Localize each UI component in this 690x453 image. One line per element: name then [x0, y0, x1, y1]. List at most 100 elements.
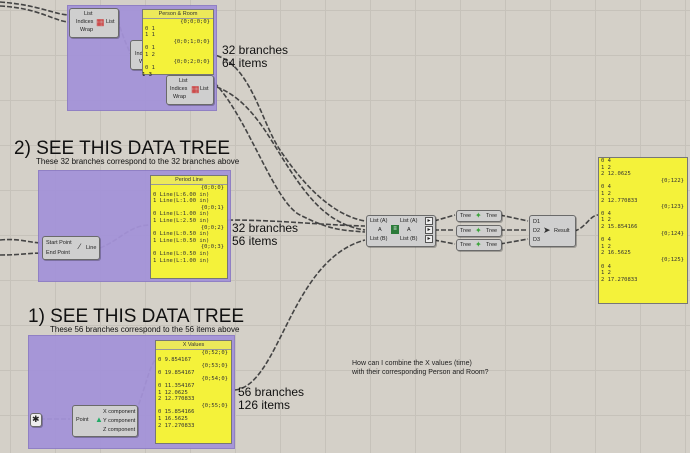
deconstruct-point-component[interactable]: Point ▲ X component Y component Z compon… — [72, 405, 138, 437]
output-list-b[interactable]: List (B) — [400, 236, 418, 242]
weave-icon: ≡ — [391, 225, 399, 234]
expand-icon[interactable]: ▸ — [425, 226, 433, 234]
list-item: 0 4 — [601, 184, 611, 191]
list-item: 0 1 — [145, 65, 155, 72]
output-list[interactable]: List — [106, 19, 115, 25]
input-a[interactable]: A — [378, 227, 382, 233]
list-item: 1 2 — [601, 164, 611, 171]
period-line-panel[interactable]: Period Line {0;0;0} 0 Line(L:6.00 in) 1 … — [150, 175, 228, 279]
output-tree[interactable]: Tree — [486, 242, 498, 248]
input-d2[interactable]: D2 — [533, 228, 541, 234]
wire — [433, 239, 456, 245]
line-component[interactable]: Start Point End Point ∕ Line — [42, 236, 100, 260]
list-item: 0 4 — [601, 158, 611, 164]
list-item-component[interactable]: List Indices Wrap ▦ List — [166, 75, 214, 105]
branch-path: {0;55;0} — [201, 402, 229, 409]
mid-annotation: 32 branches 56 items — [232, 222, 298, 248]
output-y[interactable]: Y component — [103, 418, 136, 424]
line-icon: ∕ — [79, 242, 81, 251]
input-start-point[interactable]: Start Point — [46, 240, 72, 246]
input-tree[interactable]: Tree — [460, 228, 472, 234]
panel-title: Period Line — [151, 176, 227, 185]
input-wrap[interactable]: Wrap — [173, 94, 187, 100]
list-item: 0 1 — [145, 45, 155, 52]
list-item: 1 1 — [145, 32, 155, 39]
list-item: 0 Line(L:0.50 in) — [153, 231, 210, 238]
output-list-a[interactable]: List (A) — [400, 218, 418, 224]
input-list[interactable]: List — [179, 78, 188, 84]
list-item-icon: ▦ — [191, 84, 200, 94]
tree-component[interactable]: Tree ✦ Tree — [456, 239, 502, 251]
input-list-a[interactable]: List (A) — [370, 218, 388, 224]
question-text: How can I combine the X values (time) wi… — [352, 359, 489, 377]
input-list[interactable]: List — [84, 11, 93, 17]
branch-path: {0;0;2;0;0} — [173, 58, 210, 65]
input-point[interactable]: Point — [76, 417, 89, 423]
question-line-2: with their corresponding Person and Room… — [352, 369, 489, 376]
question-line-1: How can I combine the X values (time) — [352, 360, 472, 367]
x-values-panel[interactable]: X Values {0;52;0} 0 9.854167 {0;53;0} 0 … — [155, 340, 232, 444]
input-d1[interactable]: D1 — [533, 219, 541, 225]
low-annotation: 56 branches 126 items — [238, 386, 304, 412]
input-indices[interactable]: Indices — [170, 86, 188, 92]
expand-icon[interactable]: ▸ — [425, 217, 433, 225]
weave-component[interactable]: List (A) A List (B) ≡ List (A) A List (B… — [366, 215, 436, 247]
result-panel[interactable]: 0 4 1 2 2 12.0625 {0;122} 0 4 1 2 2 12.7… — [598, 157, 688, 304]
list-item: 1 12.0625 — [158, 389, 188, 396]
input-d3[interactable]: D3 — [533, 237, 541, 243]
tree-icon: ✦ — [475, 240, 482, 249]
wire — [0, 238, 43, 244]
list-item: 2 17.270833 — [601, 276, 638, 283]
output-list[interactable]: List — [200, 86, 209, 92]
output-tree[interactable]: Tree — [486, 213, 498, 219]
point-icon: ▲ — [95, 415, 103, 424]
branch-path: {0;0;3} — [200, 244, 224, 251]
output-z[interactable]: Z component — [103, 427, 136, 433]
input-tree[interactable]: Tree — [460, 242, 472, 248]
list-item: 2 12.770833 — [158, 396, 195, 403]
output-tree[interactable]: Tree — [486, 228, 498, 234]
output-result[interactable]: Result — [554, 228, 570, 234]
tree-icon: ✦ — [475, 211, 482, 220]
wire — [209, 84, 366, 231]
branch-path: {0;125} — [660, 256, 684, 263]
expand-icon[interactable]: ▸ — [425, 235, 433, 243]
output-x[interactable]: X component — [103, 409, 136, 415]
wire — [0, 252, 43, 256]
input-list-b[interactable]: List (B) — [370, 236, 388, 242]
wire — [499, 214, 529, 222]
input-wrap[interactable]: Wrap — [80, 27, 94, 33]
list-item: 0 Line(L:1.00 in) — [153, 211, 210, 218]
list-item: 2 12.770833 — [601, 197, 638, 204]
param-component[interactable]: ✱ — [30, 413, 42, 427]
tree-component[interactable]: Tree ✦ Tree — [456, 225, 502, 237]
list-item: 2 12.0625 — [601, 171, 631, 178]
output-a[interactable]: A — [407, 227, 411, 233]
list-item: 0 4 — [601, 237, 611, 244]
list-item: 0 4 — [601, 263, 611, 270]
list-item: 1 2 — [145, 51, 155, 58]
branch-path: {0;124} — [660, 230, 684, 237]
tree-icon: ✦ — [475, 226, 482, 235]
wire — [433, 214, 456, 222]
merge-component[interactable]: D1 D2 D3 ➤ Result — [529, 215, 576, 247]
list-item: 0 Line(L:0.50 in) — [153, 250, 210, 257]
list-item-component[interactable]: List Indices Wrap ▦ List — [69, 8, 119, 38]
branch-count: 32 branches — [222, 43, 289, 57]
input-end-point[interactable]: End Point — [46, 250, 70, 256]
list-item: 1 16.5625 — [158, 415, 188, 422]
input-indices[interactable]: Indices — [76, 19, 94, 25]
wire — [0, 5, 71, 23]
branch-path: {0;0;1} — [200, 204, 224, 211]
panel-title: X Values — [156, 341, 231, 350]
list-item: 0 19.854167 — [158, 369, 195, 376]
section-1-subheading: These 56 branches correspond to the 56 i… — [50, 325, 240, 334]
person-room-panel[interactable]: Person & Room {0;0;0;0} 0 1 1 1 {0;0;1;0… — [142, 9, 214, 75]
list-item: 1 3 — [142, 72, 152, 78]
branch-path: {0;123} — [660, 204, 684, 211]
tree-component[interactable]: Tree ✦ Tree — [456, 210, 502, 222]
input-tree[interactable]: Tree — [460, 213, 472, 219]
section-2-subheading: These 32 branches correspond to the 32 b… — [36, 157, 240, 166]
branch-path: {0;54;0} — [201, 376, 229, 383]
output-line[interactable]: Line — [86, 245, 97, 251]
